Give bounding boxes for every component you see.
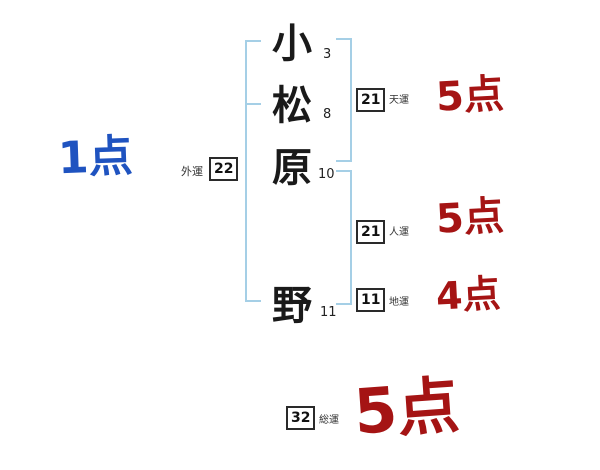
right-bracket1-tick-bottom [336, 160, 352, 162]
jinun-score: 5点 [434, 193, 506, 243]
gaiun-score: 1点 [57, 130, 134, 185]
souun-label: 総運 [319, 415, 339, 426]
jinun-label: 人運 [389, 227, 409, 238]
left-bracket-line [245, 40, 247, 302]
name-char-2: 松 [272, 83, 312, 129]
left-bracket-tick-bottom [245, 300, 261, 302]
souun-value-box: 32 [286, 406, 316, 430]
name-char-4: 野 [272, 283, 312, 329]
gaiun-label: 外運 [181, 165, 203, 178]
jinun-value-box: 21 [356, 220, 386, 244]
right-bracket1-line [350, 38, 352, 162]
stroke-count-2: 8 [323, 107, 332, 122]
chiun-label: 地運 [389, 297, 409, 308]
name-char-1: 小 [272, 21, 312, 67]
stroke-count-4: 11 [320, 305, 337, 320]
tenun-label: 天運 [389, 95, 409, 106]
tenun-value-box: 21 [356, 88, 386, 112]
right-bracket2-tick-top [336, 170, 352, 172]
chiun-value-box: 11 [356, 288, 386, 312]
left-bracket-tick-top [245, 40, 261, 42]
souun-score: 5点 [351, 368, 462, 449]
chiun-score: 4点 [434, 271, 502, 319]
stroke-count-1: 3 [323, 47, 332, 62]
right-bracket1-tick-top [336, 38, 352, 40]
left-bracket-tick-mid [245, 103, 261, 105]
right-bracket2-line [350, 170, 352, 305]
right-bracket2-tick-bottom [336, 303, 352, 305]
name-char-3: 原 [272, 145, 312, 191]
gaiun-value-box: 22 [209, 157, 239, 181]
stroke-count-3: 10 [318, 167, 335, 182]
tenun-score: 5点 [434, 71, 506, 121]
